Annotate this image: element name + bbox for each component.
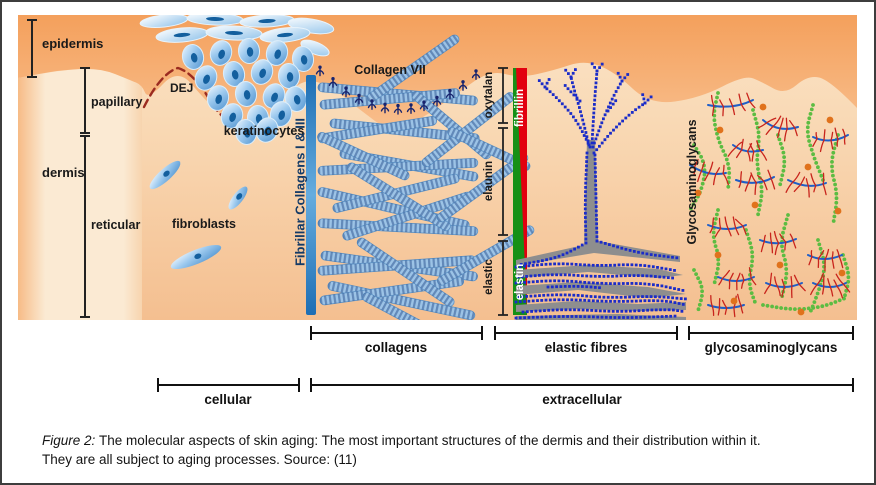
bracket-collagens xyxy=(310,326,483,346)
dermis-illustration-canvas xyxy=(18,15,857,320)
layer-label-epidermis: epidermis xyxy=(42,36,104,51)
glycosaminoglycans-label: Glycosaminoglycans xyxy=(685,119,699,245)
layer-label-reticular: reticular xyxy=(91,218,141,232)
zone-label-oxytalan: oxytalan xyxy=(483,71,495,119)
figure-caption: Figure 2: The molecular aspects of skin … xyxy=(42,431,854,469)
bracket-extracellular xyxy=(310,378,854,398)
layer-label-dermis: dermis xyxy=(42,165,85,180)
zone-label-elastic: elastic xyxy=(483,259,495,295)
caption-figure-number: Figure 2: xyxy=(42,433,96,448)
dej-label: DEJ xyxy=(170,81,194,95)
zone-label-elaunin: elaunin xyxy=(483,160,495,202)
layer-label-papillary: papillary xyxy=(91,95,143,109)
bracket-label-glycosaminoglycans: glycosaminoglycans xyxy=(704,340,838,355)
bracket-label-elastic-fibres: elastic fibres xyxy=(544,340,628,355)
dermis-illustration: epidermis papillary dermis reticular DEJ… xyxy=(18,15,857,320)
caption-text: The molecular aspects of skin aging: The… xyxy=(99,433,761,448)
bracket-elastic-fibres xyxy=(494,326,678,346)
keratinocytes-label: keratinocytes xyxy=(223,124,305,138)
caption-line-1: Figure 2: The molecular aspects of skin … xyxy=(42,431,854,450)
bracket-label-extracellular: extracellular xyxy=(542,392,622,407)
fibrillin-bar-label: fibrillin xyxy=(514,88,526,128)
bracket-label-collagens: collagens xyxy=(364,340,428,355)
collagen-vii-label: Collagen VII xyxy=(354,63,426,77)
elastin-bar-label: elastin xyxy=(514,263,526,301)
bracket-glycosaminoglycans xyxy=(688,326,854,346)
bracket-cellular xyxy=(157,378,300,398)
bracket-label-cellular: cellular xyxy=(204,392,252,407)
caption-line-2: They are all subject to aging processes.… xyxy=(42,452,357,468)
fibrillar-collagens-bar-label: Fibrillar Collagens I & III xyxy=(292,117,308,267)
fibroblasts-label: fibroblasts xyxy=(172,217,236,231)
